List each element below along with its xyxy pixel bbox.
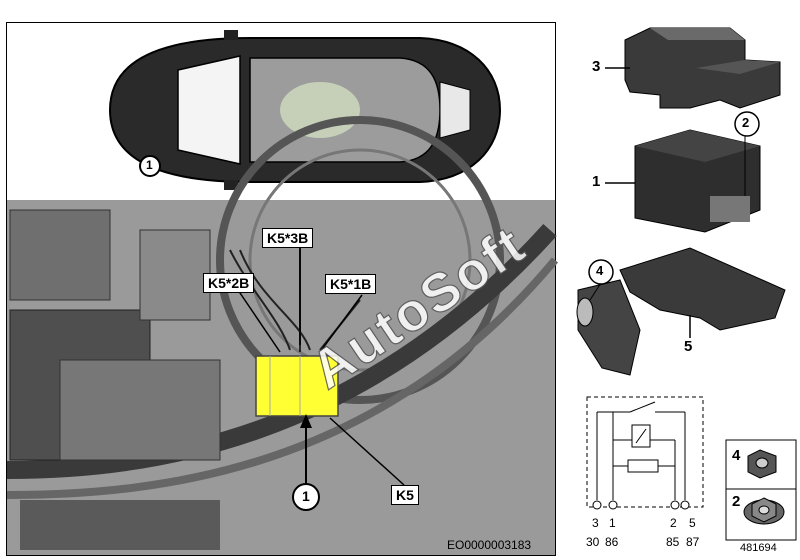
part-number-2: 2	[742, 115, 750, 130]
hardware-item-4: 4	[732, 447, 741, 464]
label-k5-1b: K5*1B	[325, 274, 377, 294]
pin-bottom-30: 30	[586, 535, 600, 549]
hardware-item-2: 2	[732, 493, 741, 510]
pin-top-2: 2	[670, 516, 677, 530]
label-k5-3b: K5*3B	[262, 228, 314, 248]
main-panel	[6, 22, 556, 556]
relay-schematic	[586, 396, 704, 510]
diagram-number: 481694	[740, 542, 777, 554]
pin-top-5: 5	[689, 516, 696, 530]
reference-number: EO0000003183	[447, 538, 532, 552]
part-relay	[634, 129, 761, 233]
part-number-3: 3	[592, 58, 601, 75]
part-number-1: 1	[592, 173, 601, 190]
part-number-4: 4	[596, 263, 604, 278]
part-number-5: 5	[684, 338, 693, 355]
car-top-view	[108, 30, 502, 190]
callout-1-relay: 1	[302, 488, 310, 504]
label-k5: K5	[391, 485, 419, 505]
pin-bottom-87: 87	[686, 535, 700, 549]
part-cover	[624, 27, 781, 109]
pin-top-1: 1	[609, 516, 616, 530]
engine-bay-photo	[6, 116, 559, 555]
car-callout-1: 1	[146, 158, 153, 172]
hardware-box	[725, 439, 797, 541]
pin-top-3: 3	[592, 516, 599, 530]
label-k5-2b: K5*2B	[203, 273, 255, 293]
part-bracket	[576, 247, 786, 376]
pin-bottom-85: 85	[666, 535, 680, 549]
pin-bottom-86: 86	[605, 535, 619, 549]
